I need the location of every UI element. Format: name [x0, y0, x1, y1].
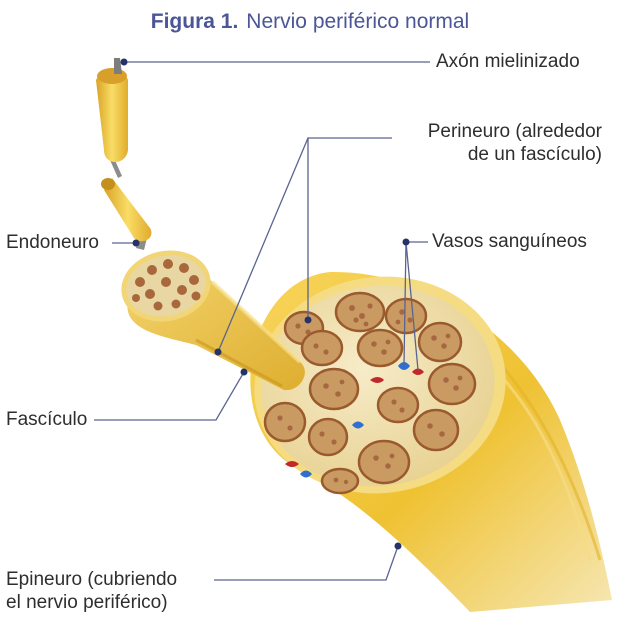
fascicle-section: [320, 467, 360, 495]
leader-dot: [240, 368, 248, 376]
leader-dots: [120, 58, 410, 550]
fascicle-section: [308, 367, 360, 411]
fascicle-section: [334, 291, 386, 333]
label-perineurium-line1: Perineuro (alrededor: [427, 121, 602, 142]
leader-fascicle: [94, 371, 245, 421]
fascicle-section: [357, 439, 411, 485]
label-perineurium: Perineuro (alrededor de un fascículo): [392, 120, 602, 166]
fascicles: [263, 291, 477, 495]
label-epineurium-line2: el nervio periférico): [6, 592, 168, 613]
fascicle-extension: [121, 250, 305, 391]
fascicle-section: [307, 417, 349, 457]
fascicle-section: [384, 297, 428, 335]
leader-dot: [402, 238, 410, 246]
figure-title-text: Nervio periférico normal: [246, 10, 470, 33]
artery-section: [370, 377, 384, 383]
fascicle-section: [427, 362, 477, 406]
myelinated-axon: [96, 58, 152, 250]
label-epineurium-line1: Epineuro (cubriendo: [6, 569, 178, 590]
leader-dot: [304, 316, 312, 324]
label-epineurium: Epineuro (cubriendo el nervio periférico…: [6, 568, 177, 614]
fascicle-section: [412, 408, 460, 452]
vein-section: [352, 421, 364, 429]
artery-section: [412, 368, 424, 375]
leader-fascicle-top: [217, 137, 309, 353]
leader-vessels-2: [405, 241, 419, 371]
leader-dot: [214, 348, 222, 356]
figure-number: Figura 1.: [150, 10, 239, 33]
leader-epineurium: [214, 545, 399, 581]
label-axon: Axón mielinizado: [436, 51, 580, 72]
leader-dot: [120, 58, 128, 66]
fascicle-section: [356, 328, 404, 368]
label-fascicle: Fascículo: [6, 409, 88, 430]
fascicle-section: [376, 386, 420, 424]
label-perineurium-line2: de un fascículo): [467, 144, 602, 165]
fascicle-section: [417, 321, 463, 363]
fascicle-section: [263, 401, 307, 443]
fascicle-section: [300, 329, 344, 367]
leader-dot: [394, 542, 402, 550]
label-endoneurium: Endoneuro: [6, 232, 99, 253]
axon-sections: [277, 303, 463, 485]
label-blood-vessels: Vasos sanguíneos: [432, 231, 587, 252]
artery-section: [285, 461, 299, 467]
leader-dot: [132, 239, 140, 247]
vein-section: [300, 470, 312, 478]
figure-title: Figura 1. Nervio periférico normal: [0, 10, 620, 34]
